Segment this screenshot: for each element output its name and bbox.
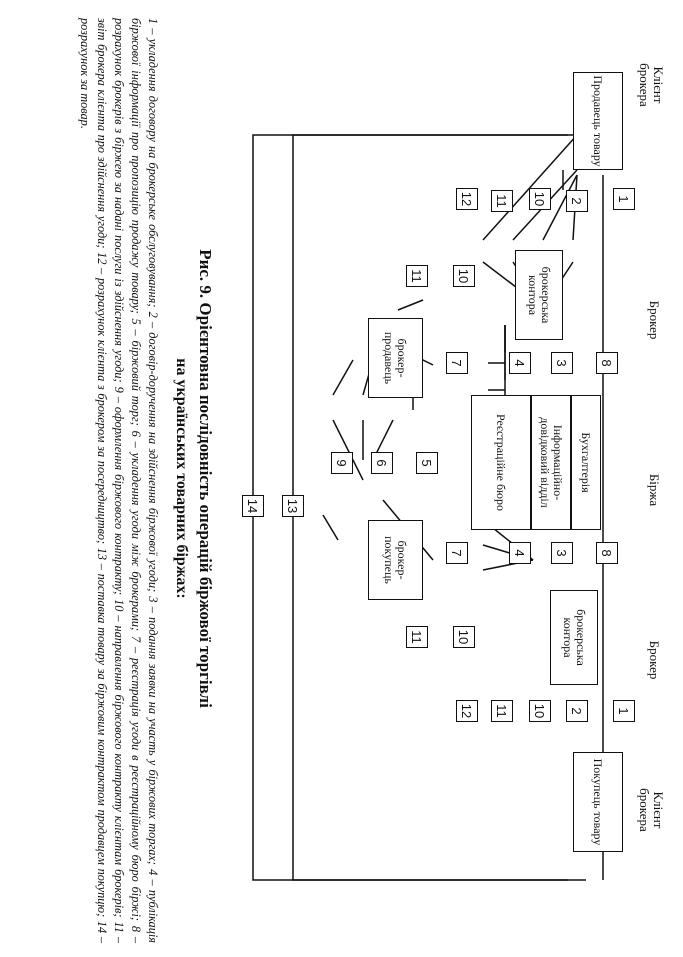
step-10-left: 10 xyxy=(529,188,551,210)
step-9: 9 xyxy=(331,452,353,474)
broker-buyer-box: брокер-покупець xyxy=(368,520,423,600)
accounting-box: Бухгалтерія xyxy=(571,395,601,530)
step-7-right: 7 xyxy=(446,542,468,564)
seller-box: Продавець товару xyxy=(573,72,623,170)
step-2-left: 2 xyxy=(566,190,588,212)
figure-legend: 1 – укладення договору на брокерське обс… xyxy=(78,18,160,943)
step-7-left: 7 xyxy=(446,352,468,374)
step-3-left: 3 xyxy=(551,352,573,374)
step-11-mid-right: 11 xyxy=(406,626,428,648)
left-office-box: брокерська контора xyxy=(515,250,563,340)
step-12-right: 12 xyxy=(456,700,478,722)
step-5: 5 xyxy=(416,452,438,474)
step-14: 14 xyxy=(242,495,264,517)
step-2-right: 2 xyxy=(566,700,588,722)
column-broker-left: Брокер xyxy=(647,300,662,340)
step-4-left: 4 xyxy=(509,352,531,374)
right-office-box: брокерська контора xyxy=(550,590,598,685)
figure-title: Рис. 9. Орієнтовна послідовність операці… xyxy=(196,249,215,708)
step-6: 6 xyxy=(371,452,393,474)
step-10-mid-left: 10 xyxy=(453,265,475,287)
column-broker-right: Брокер xyxy=(647,640,662,680)
registration-box: Реєстраційне бюро xyxy=(471,395,531,530)
broker-seller-box: брокер-продавець xyxy=(368,318,423,398)
step-12-left: 12 xyxy=(456,188,478,210)
step-10-mid-right: 10 xyxy=(453,626,475,648)
step-8-left: 8 xyxy=(596,352,618,374)
step-1-right: 1 xyxy=(613,700,635,722)
step-10-right: 10 xyxy=(529,700,551,722)
step-4-right: 4 xyxy=(509,542,531,564)
step-11-mid-left: 11 xyxy=(406,265,428,287)
step-8-right: 8 xyxy=(596,542,618,564)
step-11-left: 11 xyxy=(491,190,513,212)
column-exchange: Біржа xyxy=(647,473,662,507)
figure-subtitle: на українських товарних біржах: xyxy=(173,358,190,599)
step-1-left: 1 xyxy=(613,188,635,210)
step-13: 13 xyxy=(282,495,304,517)
buyer-box: Покупець товару xyxy=(573,752,623,852)
step-11-right: 11 xyxy=(491,700,513,722)
column-client-right: Клієнт брокера xyxy=(637,788,666,832)
step-3-right: 3 xyxy=(551,542,573,564)
column-client-left: Клієнт брокера xyxy=(637,63,666,107)
info-dept-box: Інформаційно-довідковий відділ xyxy=(531,395,571,530)
